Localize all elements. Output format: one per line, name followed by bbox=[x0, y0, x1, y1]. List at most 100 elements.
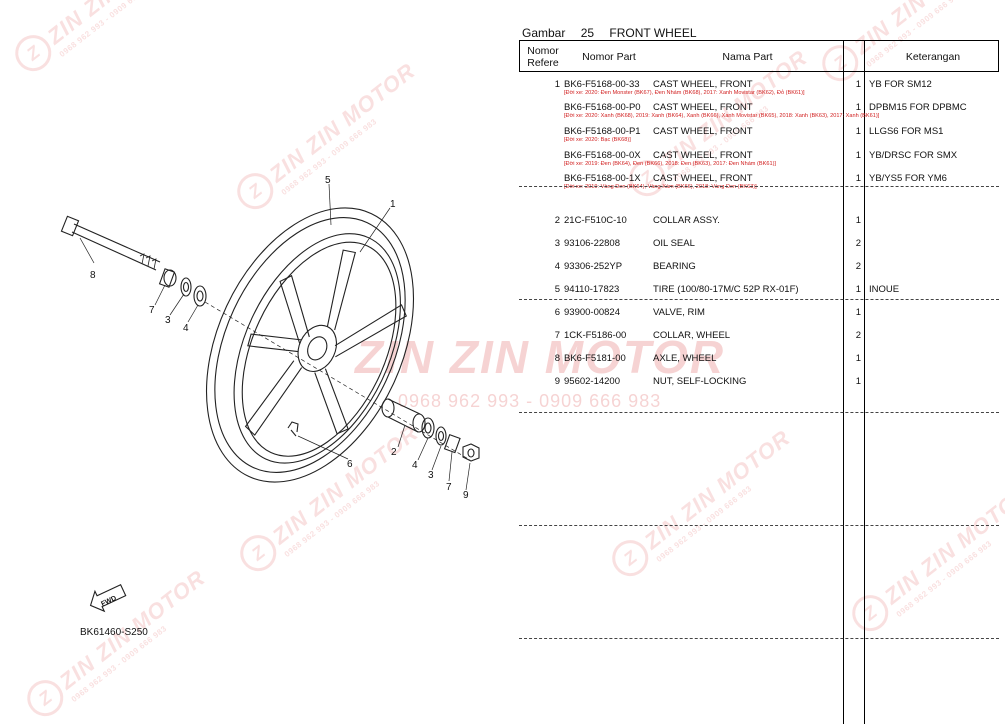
center-watermark: ZIN ZIN MOTOR bbox=[355, 331, 726, 383]
part-ref-number: 4 bbox=[554, 261, 560, 272]
part-ref-number: 3 bbox=[554, 238, 560, 249]
part-name: CAST WHEEL, FRONT bbox=[653, 79, 753, 90]
part-ref-number: 5 bbox=[554, 284, 560, 295]
part-remark: YB/DRSC FOR SMX bbox=[869, 150, 958, 161]
part-quantity: 1 bbox=[855, 353, 861, 364]
part-number: 93306-252YP bbox=[564, 261, 623, 272]
self-locking-nut bbox=[462, 443, 480, 462]
part-name: CAST WHEEL, FRONT bbox=[653, 126, 753, 137]
part-quantity: 1 bbox=[855, 79, 861, 90]
part-quantity: 1 bbox=[855, 307, 861, 318]
table-top-rule bbox=[519, 40, 999, 41]
part-number: 95602-14200 bbox=[564, 376, 620, 387]
part-number: 93900-00824 bbox=[564, 307, 620, 318]
part-remark: DPBM15 FOR DPBMC bbox=[869, 102, 967, 113]
part-number: 1CK-F5186-00 bbox=[564, 330, 627, 341]
part-number: 94110-17823 bbox=[564, 284, 620, 295]
part-quantity: 2 bbox=[855, 238, 861, 249]
part-number: BK6-F5168-00-0X bbox=[564, 150, 641, 161]
collar-right bbox=[443, 434, 461, 454]
front-wheel-exploded-diagram bbox=[60, 183, 480, 613]
gambar-label: Gambar bbox=[522, 26, 566, 40]
watermark: ZZIN ZIN MOTOR 0968 962 993 - 0909 666 9… bbox=[605, 421, 802, 587]
part-remark: LLGS6 FOR MS1 bbox=[869, 126, 944, 137]
part-ref-number: 2 bbox=[554, 215, 560, 226]
callout-1: 1 bbox=[390, 199, 396, 210]
part-name: BEARING bbox=[653, 261, 696, 272]
part-quantity: 1 bbox=[855, 102, 861, 113]
fwd-arrow-icon bbox=[89, 584, 127, 613]
callout-6: 6 bbox=[347, 459, 353, 470]
column-header-remarks: Keterangan bbox=[905, 51, 961, 63]
row-separator bbox=[519, 638, 999, 639]
part-name: CAST WHEEL, FRONT bbox=[653, 173, 753, 184]
part-quantity: 1 bbox=[855, 150, 861, 161]
part-number: BK6-F5168-00-1X bbox=[564, 173, 641, 184]
callout-5: 5 bbox=[325, 175, 331, 186]
part-number: 21C-F510C-10 bbox=[564, 215, 627, 226]
row-separator bbox=[519, 412, 999, 413]
brand-logo-icon: Z bbox=[845, 587, 896, 639]
callout-8: 8 bbox=[90, 270, 96, 281]
rim-valve bbox=[287, 421, 299, 437]
part-number: BK6-F5168-00-P1 bbox=[564, 126, 641, 137]
figure-header: Gambar 25 FRONT WHEEL bbox=[522, 26, 709, 40]
part-number: BK6-F5168-00-P0 bbox=[564, 102, 641, 113]
part-quantity: 2 bbox=[855, 261, 861, 272]
callout-3: 3 bbox=[165, 315, 171, 326]
part-quantity: 1 bbox=[855, 126, 861, 137]
part-number: BK6-F5181-00 bbox=[564, 353, 626, 364]
tire bbox=[205, 207, 415, 483]
model-year-note: [Đời xe: 2020: Bạc (BK68)] bbox=[564, 137, 631, 143]
part-remark: YB/YS5 FOR YM6 bbox=[869, 173, 947, 184]
part-name: OIL SEAL bbox=[653, 238, 695, 249]
center-watermark-phone: 0968 962 993 - 0909 666 983 bbox=[398, 391, 662, 411]
column-header-ref: Nomor Refere bbox=[527, 45, 559, 69]
callout-4: 4 bbox=[183, 323, 189, 334]
axle bbox=[60, 215, 161, 271]
part-quantity: 1 bbox=[855, 215, 861, 226]
part-name: AXLE, WHEEL bbox=[653, 353, 717, 364]
row-separator bbox=[519, 186, 999, 187]
model-year-note: [Đời xe: 2020: Xanh (BK68), 2019: Xanh (… bbox=[564, 113, 880, 119]
model-year-note: [Đời xe: 2019: Vàng Đen (BK64), Vàng Xám… bbox=[564, 184, 757, 190]
bearing-left bbox=[193, 285, 207, 307]
collar-assy-right bbox=[381, 398, 426, 433]
oil-seal-right bbox=[435, 426, 447, 446]
figure-number: 25 bbox=[580, 26, 595, 40]
part-quantity: 1 bbox=[855, 376, 861, 387]
part-ref-number: 7 bbox=[554, 330, 560, 341]
part-quantity: 2 bbox=[855, 330, 861, 341]
part-name: CAST WHEEL, FRONT bbox=[653, 102, 753, 113]
oil-seal-left bbox=[180, 277, 192, 297]
part-name: NUT, SELF-LOCKING bbox=[653, 376, 747, 387]
part-name: COLLAR ASSY. bbox=[653, 215, 720, 226]
part-number: 93106-22808 bbox=[564, 238, 620, 249]
part-name: CAST WHEEL, FRONT bbox=[653, 150, 753, 161]
callout-4b: 4 bbox=[412, 460, 418, 471]
part-quantity: 1 bbox=[855, 284, 861, 295]
part-quantity: 1 bbox=[855, 173, 861, 184]
callout-9: 9 bbox=[463, 490, 469, 501]
part-name: VALVE, RIM bbox=[653, 307, 705, 318]
figure-title: FRONT WHEEL bbox=[609, 26, 697, 40]
part-ref-number: 8 bbox=[554, 353, 560, 364]
model-year-note: [Đời xe: 2019: Đen (BK64), Đen (BK66), 2… bbox=[564, 161, 776, 167]
part-ref-number: 9 bbox=[554, 376, 560, 387]
part-remark: YB FOR SM12 bbox=[869, 79, 932, 90]
callout-7b: 7 bbox=[446, 482, 452, 493]
callout-7: 7 bbox=[149, 305, 155, 316]
watermark: ZZIN ZIN MOTOR 0968 962 993 - 0909 666 9… bbox=[845, 476, 1005, 642]
part-number: BK6-F5168-00-33 bbox=[564, 79, 640, 90]
callout-3b: 3 bbox=[428, 470, 434, 481]
table-header-rule bbox=[519, 71, 999, 72]
row-separator bbox=[519, 525, 999, 526]
row-separator bbox=[519, 299, 999, 300]
part-ref-number: 1 bbox=[554, 79, 560, 90]
column-header-part-no: Nomor Part bbox=[582, 51, 636, 63]
column-divider-remarks bbox=[864, 40, 865, 724]
part-name: COLLAR, WHEEL bbox=[653, 330, 731, 341]
brand-logo-icon: Z bbox=[605, 532, 656, 584]
drawing-code: BK61460-S250 bbox=[80, 627, 148, 638]
part-remark: INOUE bbox=[869, 284, 900, 295]
